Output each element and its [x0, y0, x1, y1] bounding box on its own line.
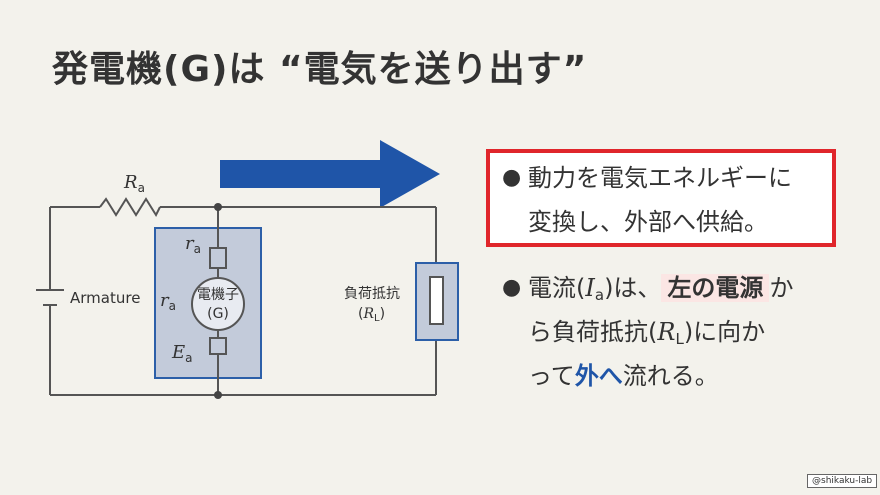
junction-top: [214, 203, 222, 211]
armature-resistor: [99, 197, 161, 218]
generator-circle: [191, 277, 245, 331]
bullet-2-line-1: 電流(Ia)は、左の電源か: [528, 274, 794, 304]
generator-internal-source: [209, 337, 227, 355]
generator-internal-resistor-top: [209, 247, 227, 269]
bullet-current-direction: ● 電流(Ia)は、左の電源か ら負荷抵抗(RL)に向か って外へ流れる。: [502, 266, 842, 398]
generator-symbol: (G): [207, 306, 229, 322]
bullet-generator-role: ● 動力を電気エネルギーに 変換し、外部へ供給。: [502, 156, 832, 244]
load-symbol: (RL): [358, 306, 385, 324]
credit-badge: @shikaku-lab: [807, 474, 878, 488]
gen-emf-label: Ea: [171, 342, 193, 365]
bullet-dot: ●: [502, 275, 522, 300]
emphasis-outward: 外へ: [574, 362, 623, 390]
battery-label: Armature: [70, 289, 140, 307]
load-resistor-element: [429, 276, 444, 325]
gen-resistance-top-label: ra: [185, 233, 201, 256]
page-title: 発電機(G)は “電気を送り出す”: [52, 49, 588, 90]
resistor-label: Ra: [123, 172, 145, 195]
circuit-wires: [49, 206, 437, 396]
bullet-1-line-2: 変換し、外部へ供給。: [528, 208, 768, 236]
junction-bottom: [214, 391, 222, 399]
gen-resistance-left-label: ra: [160, 290, 176, 313]
bullet-1-line-1: 動力を電気エネルギーに: [528, 164, 792, 192]
bullet-dot: ●: [502, 165, 522, 190]
generator-name: 電機子: [197, 287, 239, 303]
highlight-left-source: 左の電源: [661, 274, 770, 302]
bullet-2-line-3: って外へ流れる。: [528, 362, 719, 390]
power-flow-arrow: [220, 140, 440, 208]
highlighted-bullet-box: [486, 149, 836, 247]
bullet-2-line-2: ら負荷抵抗(RL)に向か: [528, 318, 766, 348]
load-name: 負荷抵抗: [344, 286, 400, 302]
battery-symbol: [36, 289, 64, 306]
